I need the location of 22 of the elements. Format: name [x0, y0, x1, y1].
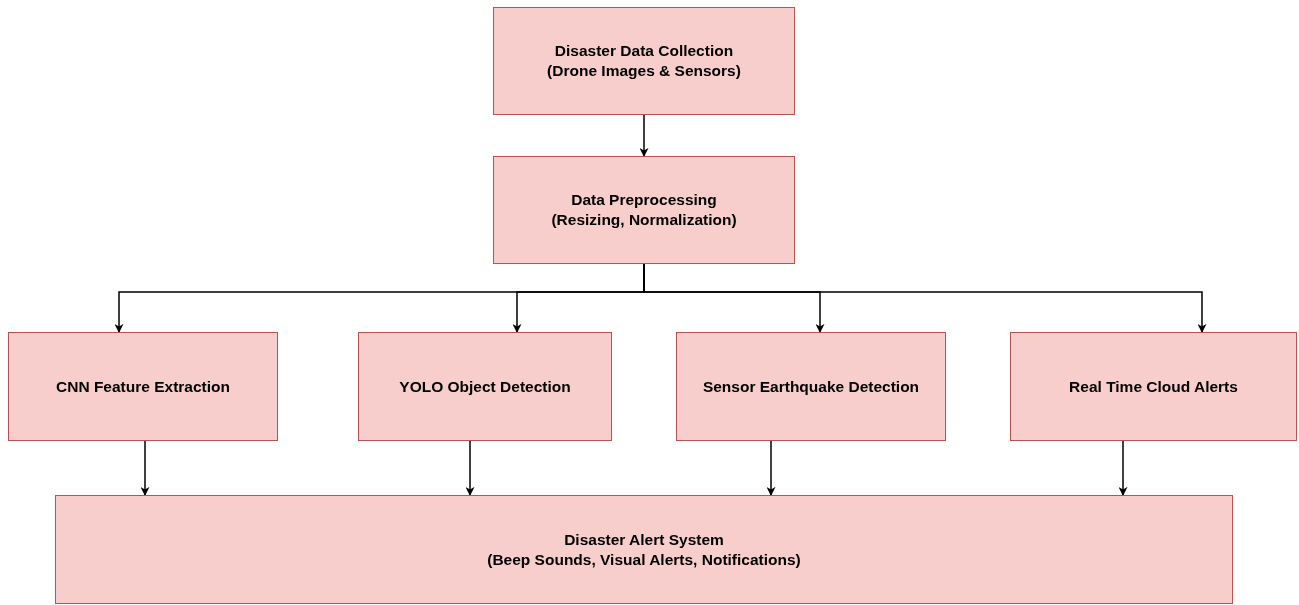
box-subtitle: (Beep Sounds, Visual Alerts, Notifications): [487, 549, 801, 570]
box-subtitle: (Resizing, Normalization): [551, 210, 737, 230]
box-subtitle: (Drone Images & Sensors): [547, 61, 741, 81]
box-title: Data Preprocessing: [571, 190, 717, 210]
arrow: [140, 440, 150, 496]
arrow: [639, 114, 649, 157]
process-box: [1010, 332, 1297, 441]
arrow: [1118, 440, 1128, 496]
box-title: CNN Feature Extraction: [56, 376, 230, 397]
box-title: Sensor Earthquake Detection: [702, 376, 920, 397]
process-box: [8, 332, 278, 441]
process-box: [55, 495, 1233, 604]
process-box: [358, 332, 612, 441]
box-title: YOLO Object Detection: [399, 376, 571, 397]
box-title: Disaster Data Collection: [554, 41, 734, 61]
process-box: [493, 156, 795, 264]
arrow: [465, 440, 475, 496]
box-title: Real Time Cloud Alerts: [1069, 376, 1238, 397]
process-box: [676, 332, 946, 441]
arrow: [766, 440, 776, 496]
process-box: [493, 7, 795, 115]
box-title: Disaster Alert System: [564, 529, 724, 550]
